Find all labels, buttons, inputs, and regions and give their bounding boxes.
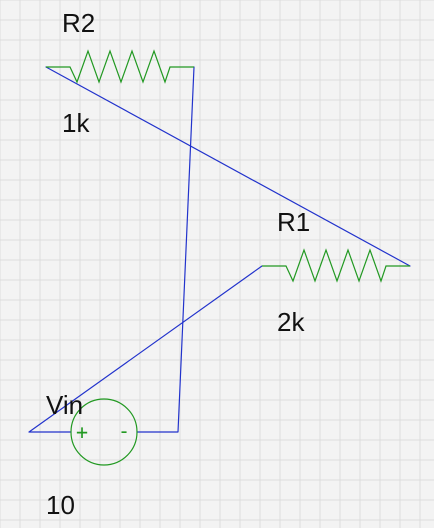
voltage-source-vin-name: Vin xyxy=(46,390,83,420)
resistor-r2[interactable]: R2 1k xyxy=(46,8,194,138)
wires xyxy=(28,66,411,433)
wire-r2-right-to-vin-minus[interactable] xyxy=(136,66,195,433)
voltage-source-vin[interactable]: + - Vin 10 xyxy=(46,390,138,520)
wire-r1-left-to-vin-plus[interactable] xyxy=(28,265,263,433)
voltage-source-vin-body[interactable] xyxy=(70,398,138,466)
voltage-source-vin-value: 10 xyxy=(46,490,75,520)
resistor-r1-value: 2k xyxy=(277,307,305,337)
resistor-r2-value: 1k xyxy=(62,108,90,138)
resistor-r1-name: R1 xyxy=(277,207,310,237)
voltage-source-plus-sign: + xyxy=(76,420,88,444)
resistor-r2-name: R2 xyxy=(62,8,95,38)
resistor-r2-symbol[interactable] xyxy=(46,49,194,84)
resistor-r1[interactable]: R1 2k xyxy=(262,207,410,337)
wire-r2-left-to-r1-right[interactable] xyxy=(45,66,411,267)
voltage-source-minus-sign: - xyxy=(118,419,130,443)
resistor-r1-symbol[interactable] xyxy=(262,248,410,283)
